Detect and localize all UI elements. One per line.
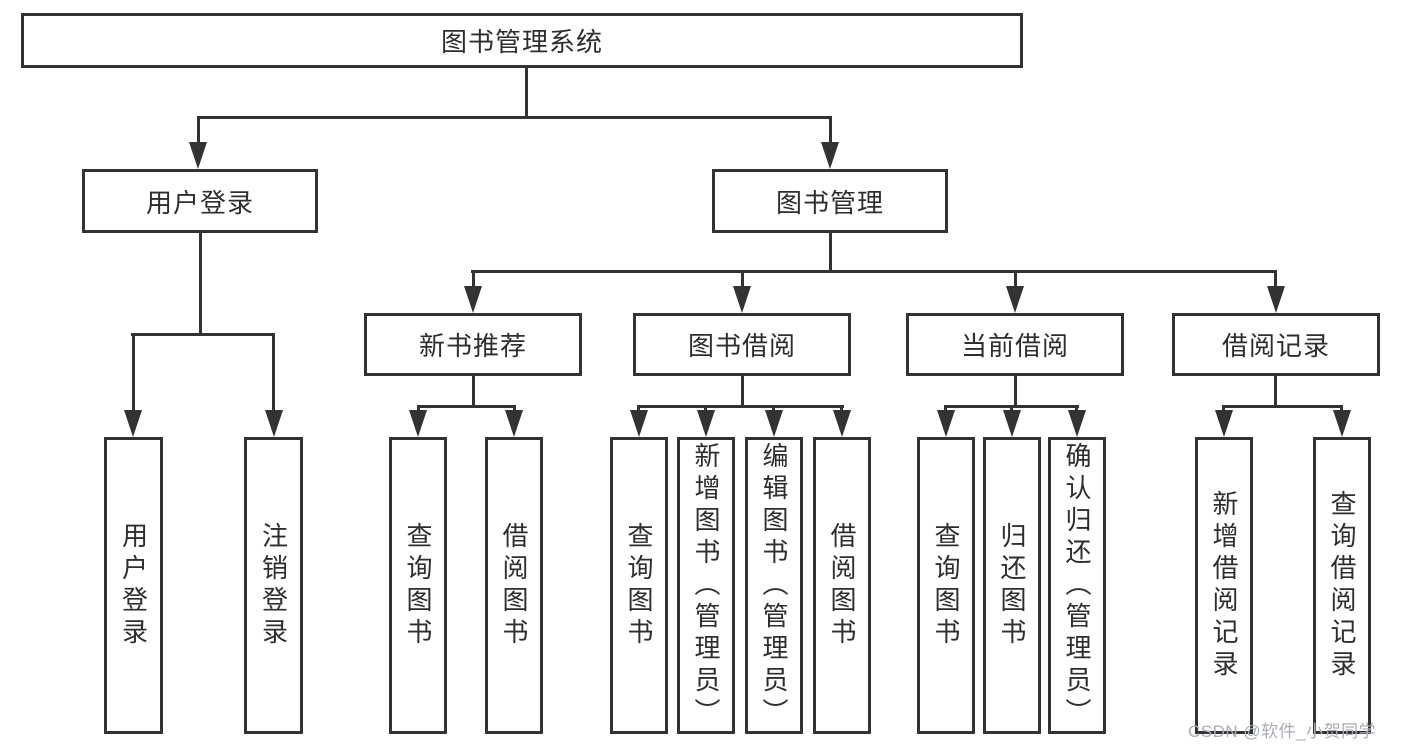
connector-drop-login-leaf xyxy=(132,333,135,411)
node-label: 查询图书 xyxy=(931,521,961,650)
node-query-borrow-record: 查询借阅记录 xyxy=(1313,437,1371,734)
node-label: 查询借阅记录 xyxy=(1327,489,1357,682)
node-label: 新增借阅记录 xyxy=(1209,489,1239,682)
node-label: 注销登录 xyxy=(258,521,289,650)
connector-drop-borrowing-records xyxy=(1274,270,1277,288)
arrowhead-current-borrowing xyxy=(1006,286,1024,313)
arrowhead-leaf xyxy=(409,410,427,437)
node-new-book-recommend: 新书推荐 xyxy=(364,313,582,376)
node-confirm-return-admin: 确认归还（管理员） xyxy=(1048,437,1106,734)
node-label: 归还图书 xyxy=(997,521,1027,650)
connector-root-stub xyxy=(525,68,528,118)
arrowhead-book-management xyxy=(821,142,839,169)
connector-login-horizontal xyxy=(131,333,275,336)
csdn-watermark: CSDN @软件_小贺同学 xyxy=(1188,722,1377,741)
arrowhead-leaf xyxy=(1068,410,1086,437)
node-library-system: 图书管理系统 xyxy=(21,13,1023,68)
connector-management-horizontal xyxy=(471,270,1277,273)
node-add-borrow-record: 新增借阅记录 xyxy=(1195,437,1253,734)
connector-records-stub xyxy=(1274,376,1277,407)
arrowhead-leaf xyxy=(765,410,783,437)
node-user-login-action: 用户登录 xyxy=(104,437,163,734)
arrowhead-borrowing-records xyxy=(1267,286,1285,313)
connector-drop-user-login xyxy=(197,116,200,145)
node-logout-action: 注销登录 xyxy=(244,437,303,734)
node-label: 确认归还（管理员） xyxy=(1062,441,1092,730)
node-user-login: 用户登录 xyxy=(82,169,318,233)
node-current-borrowing: 当前借阅 xyxy=(906,313,1124,376)
arrowhead-leaf xyxy=(1333,410,1351,437)
connector-newbook-stub xyxy=(472,376,475,407)
arrowhead-leaf xyxy=(505,410,523,437)
arrowhead-new-book xyxy=(464,286,482,313)
connector-login-stub xyxy=(199,233,202,336)
node-edit-book-admin: 编辑图书（管理员） xyxy=(745,437,803,734)
node-book-management: 图书管理 xyxy=(712,169,948,233)
node-label: 借阅图书 xyxy=(499,521,529,650)
connector-current-stub xyxy=(1014,376,1017,407)
node-query-books: 查询图书 xyxy=(610,437,668,734)
arrowhead-login-leaf xyxy=(124,410,142,437)
node-query-books: 查询图书 xyxy=(917,437,975,734)
arrowhead-leaf xyxy=(937,410,955,437)
node-add-book-admin: 新增图书（管理员） xyxy=(677,437,735,734)
connector-drop-current-borrowing xyxy=(1014,270,1017,288)
node-book-borrowing: 图书借阅 xyxy=(633,313,851,376)
node-query-books: 查询图书 xyxy=(389,437,447,734)
arrowhead-leaf xyxy=(1215,410,1233,437)
node-label: 借阅图书 xyxy=(827,521,857,650)
connector-drop-new-book xyxy=(472,270,475,288)
connector-drop-book-borrowing xyxy=(741,270,744,288)
node-borrow-book: 借阅图书 xyxy=(485,437,543,734)
connector-root-horizontal xyxy=(197,116,832,119)
node-borrowing-records: 借阅记录 xyxy=(1172,313,1380,376)
arrowhead-leaf xyxy=(630,410,648,437)
arrowhead-user-login xyxy=(189,142,207,169)
connector-borrowing-horizontal xyxy=(638,405,844,408)
connector-drop-book-management xyxy=(829,116,832,145)
node-borrow-book: 借阅图书 xyxy=(813,437,871,734)
arrowhead-leaf xyxy=(1003,410,1021,437)
connector-borrowing-stub xyxy=(741,376,744,407)
arrowhead-logout-leaf xyxy=(265,410,283,437)
arrowhead-leaf xyxy=(833,410,851,437)
arrowhead-book-borrowing xyxy=(733,286,751,313)
node-label: 查询图书 xyxy=(403,521,433,650)
node-label: 新增图书（管理员） xyxy=(691,441,721,730)
node-label: 编辑图书（管理员） xyxy=(759,441,789,730)
node-label: 查询图书 xyxy=(624,521,654,650)
connector-records-horizontal xyxy=(1222,405,1343,408)
node-return-book: 归还图书 xyxy=(983,437,1041,734)
node-label: 用户登录 xyxy=(118,521,149,650)
connector-management-stub xyxy=(829,233,832,272)
connector-drop-logout-leaf xyxy=(272,333,275,411)
connector-newbook-horizontal xyxy=(417,405,516,408)
arrowhead-leaf xyxy=(697,410,715,437)
